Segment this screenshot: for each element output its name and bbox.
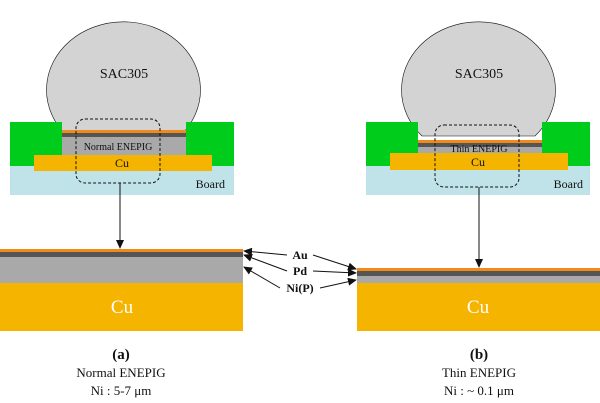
cross-section-a: Cu	[0, 249, 243, 331]
caption-a: (a) Normal ENEPIG Ni : 5-7 μm	[76, 347, 165, 398]
gold-band-b	[357, 268, 600, 271]
caption-letter-b: (b)	[470, 347, 488, 363]
copper-label-a: Cu	[115, 156, 129, 170]
copper-band-label-a: Cu	[111, 297, 134, 318]
panel-a-solder-joint: SAC305 Board Cu Normal ENEPIG	[10, 21, 234, 249]
zoom-box-a	[75, 118, 161, 184]
finish-label-b: Thin ENEPIG	[451, 144, 508, 155]
gold-layer-a	[62, 130, 186, 133]
copper-band-b	[357, 283, 600, 331]
board-label-b: Board	[554, 177, 583, 191]
copper-pad-a	[34, 155, 212, 171]
gold-band-a	[0, 249, 243, 252]
layer-label-ni: Ni(P)	[286, 281, 313, 295]
zoom-box-b	[434, 124, 520, 188]
caption-ni-a: Ni : 5-7 μm	[91, 383, 152, 398]
board-label-a: Board	[196, 177, 225, 191]
nickel-band-b	[357, 276, 600, 283]
layer-callouts: Au Pd Ni(P)	[243, 247, 357, 295]
solder-ball-b	[401, 21, 556, 137]
palladium-band-a	[0, 252, 243, 257]
nickel-layer-b	[418, 147, 542, 153]
pd-arrow-a	[243, 254, 288, 272]
solder-label-a: SAC305	[100, 67, 148, 82]
palladium-layer-a	[62, 133, 186, 137]
copper-label-b: Cu	[471, 155, 485, 169]
caption-letter-a: (a)	[112, 347, 130, 363]
layer-label-pd: Pd	[293, 264, 307, 278]
cross-section-b: Cu	[357, 268, 600, 331]
ni-arrow-a	[243, 266, 281, 289]
finish-label-a: Normal ENEPIG	[84, 142, 153, 153]
solder-label-b: SAC305	[455, 67, 503, 82]
nickel-band-a	[0, 257, 243, 283]
caption-ni-b: Ni : ~ 0.1 μm	[444, 383, 514, 398]
palladium-band-b	[357, 271, 600, 276]
copper-band-a	[0, 283, 243, 331]
caption-title-a: Normal ENEPIG	[76, 365, 165, 380]
copper-band-label-b: Cu	[467, 297, 490, 318]
caption-title-b: Thin ENEPIG	[442, 365, 516, 380]
solder-ball-a	[46, 21, 201, 137]
au-arrow-b	[312, 254, 357, 271]
caption-b: (b) Thin ENEPIG Ni : ~ 0.1 μm	[442, 347, 516, 398]
au-arrow-a	[243, 247, 288, 256]
gold-layer-b	[418, 140, 542, 143]
palladium-layer-b	[418, 143, 542, 147]
ni-arrow-b	[319, 277, 357, 289]
panel-b-solder-joint: SAC305 Board Cu Thin ENEPIG	[366, 21, 590, 268]
pd-arrow-b	[312, 268, 357, 277]
nickel-layer-a	[62, 137, 186, 155]
layer-label-au: Au	[292, 248, 308, 262]
